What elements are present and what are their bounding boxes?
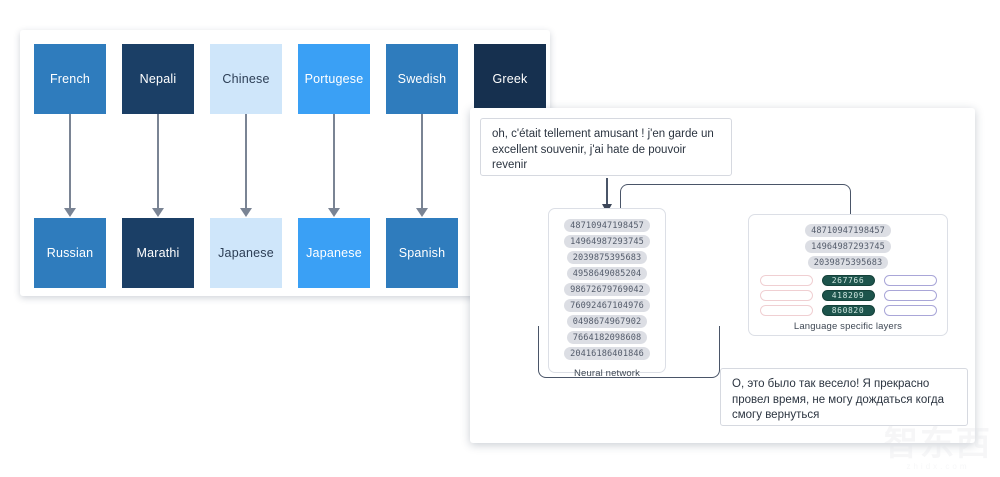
network-vector-2: 2039875395683 [566,251,648,264]
source-language-portugese[interactable]: Portugese [298,44,370,114]
network-vector-7: 7664182098608 [566,331,648,344]
arrow-head-swedish-spanish [416,208,428,217]
layer-pill-inactive-right-2[interactable] [883,305,937,316]
arrow-head-portugese-japanese [328,208,340,217]
source-language-greek[interactable]: Greek [474,44,546,114]
network-vector-3: 4958649085204 [566,267,648,280]
language-specific-layers-card: 48710947198457 14964987293745 2039875395… [748,214,948,336]
network-vector-4: 98672679769042 [564,283,650,296]
output-text-card: О, это было так весело! Я прекрасно пров… [720,368,968,426]
layer-pill-active-1[interactable]: 418209 [821,290,875,301]
network-vector-5: 76092467104976 [564,299,650,312]
arrow-head-chinese-japanese [240,208,252,217]
language-specific-layers-label: Language specific layers [793,321,903,332]
neural-network-label: Neural network [574,368,640,379]
arrow-shaft-french-russian [69,114,71,210]
network-vector-8: 20416186401846 [564,347,650,360]
layer-pill-inactive-right-0[interactable] [883,275,937,286]
network-vector-1: 14964987293745 [564,235,650,248]
target-language-spanish[interactable]: Spanish [386,218,458,288]
layer-pill-active-0[interactable]: 267766 [821,275,875,286]
layer-pill-active-2[interactable]: 860820 [821,305,875,316]
arrow-shaft-swedish-spanish [421,114,423,210]
watermark-subtext: zhidx.com [906,462,970,471]
translation-pipeline-panel: oh, c'était tellement amusant ! j'en gar… [470,108,975,443]
target-language-japanese-1[interactable]: Japanese [210,218,282,288]
layer-column-active: 267766 418209 860820 [821,275,875,316]
layer-column-inactive-left [759,275,813,316]
arrow-shaft-chinese-japanese [245,114,247,210]
target-language-japanese-2[interactable]: Japanese [298,218,370,288]
arrow-shaft-portugese-japanese [333,114,335,210]
layer-pill-inactive-left-1[interactable] [759,290,813,301]
layer-column-inactive-right [883,275,937,316]
layer-vector-2: 2039875395683 [807,256,889,269]
source-language-swedish[interactable]: Swedish [386,44,458,114]
layer-vector-0: 48710947198457 [805,224,891,237]
layer-pill-inactive-right-1[interactable] [883,290,937,301]
source-language-french[interactable]: French [34,44,106,114]
connector-network-to-layers [620,184,851,224]
source-language-nepali[interactable]: Nepali [122,44,194,114]
arrow-head-french-russian [64,208,76,217]
input-text-card: oh, c'était tellement amusant ! j'en gar… [480,118,732,176]
target-language-russian[interactable]: Russian [34,218,106,288]
layer-pill-grid: 267766 418209 860820 [759,275,937,316]
arrow-shaft-input-to-network [606,178,608,206]
network-vector-6: 0498674967902 [566,315,648,328]
network-vector-0: 48710947198457 [564,219,650,232]
source-language-chinese[interactable]: Chinese [210,44,282,114]
target-language-marathi[interactable]: Marathi [122,218,194,288]
arrow-shaft-nepali-marathi [157,114,159,210]
layer-pill-inactive-left-0[interactable] [759,275,813,286]
connector-network-to-output [538,326,720,378]
neural-network-card: 48710947198457 14964987293745 2039875395… [548,208,666,379]
arrow-head-nepali-marathi [152,208,164,217]
layer-pill-inactive-left-2[interactable] [759,305,813,316]
language-pairs-card: French Nepali Chinese Portugese Swedish … [20,30,550,296]
layer-vector-1: 14964987293745 [805,240,891,253]
